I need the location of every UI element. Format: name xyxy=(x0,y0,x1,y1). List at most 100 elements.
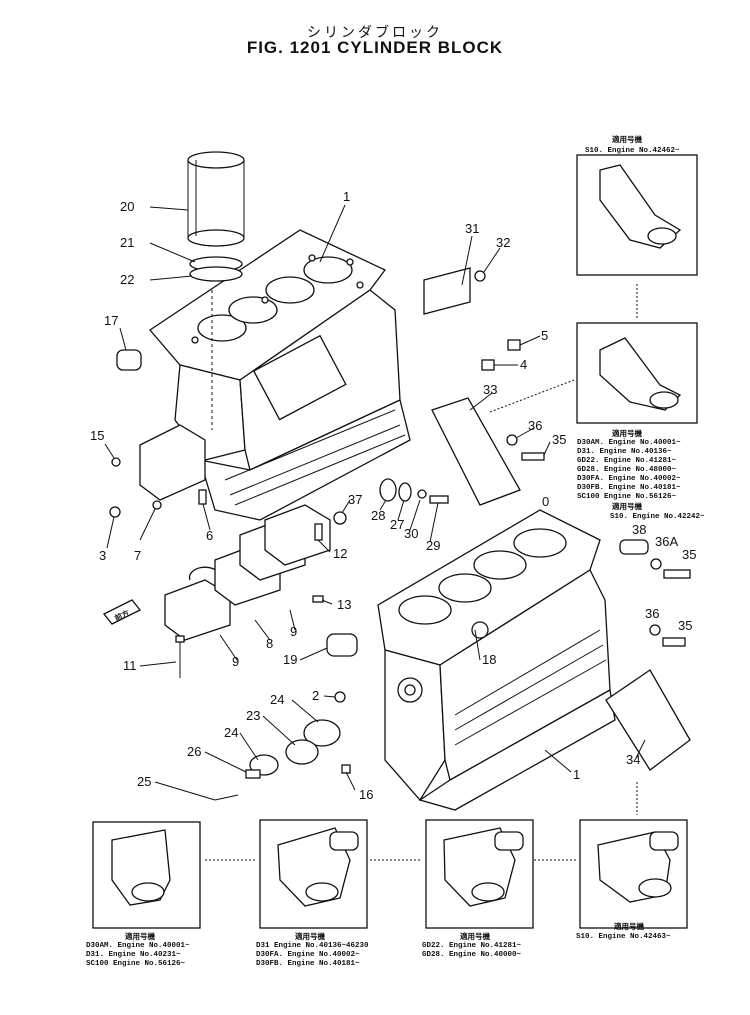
label-28: 28 xyxy=(371,508,385,523)
cap-mr-3: GD28. Engine No.48000~ xyxy=(577,466,677,474)
panel-top-right xyxy=(576,154,698,276)
cap-b4-0: S10. Engine No.42463~ xyxy=(576,933,671,941)
washer-30 xyxy=(417,489,427,499)
label-36b: 36 xyxy=(645,606,659,621)
label-13: 13 xyxy=(337,597,351,612)
plug-5 xyxy=(507,339,521,351)
label-20: 20 xyxy=(120,199,134,214)
clip-26 xyxy=(245,769,261,779)
bolt-25 xyxy=(214,794,239,801)
label-36a: 36 xyxy=(528,418,542,433)
cap-b1-jp: 適用号機 xyxy=(125,931,155,942)
bracket-33 xyxy=(431,397,521,506)
cap-tr-jp: 適用号機 xyxy=(612,134,642,145)
bolt-35 xyxy=(521,452,545,461)
cover-31 xyxy=(423,267,471,315)
figure-title: FIG. 1201 CYLINDER BLOCK xyxy=(246,38,504,57)
label-38: 38 xyxy=(632,522,646,537)
label-3: 3 xyxy=(99,548,106,563)
washer-36 xyxy=(506,434,518,446)
plug-19 xyxy=(326,633,358,657)
label-35b: 35 xyxy=(682,547,696,562)
cap-b1-2: SC100 Engine No.56126~ xyxy=(86,960,186,968)
bolt-29 xyxy=(429,495,449,504)
captions: 適用号機 S10. Engine No.42462~ 適用号機 D30AM. E… xyxy=(86,134,705,968)
cylinder-liner xyxy=(187,151,245,247)
label-31: 31 xyxy=(465,221,479,236)
label-30: 30 xyxy=(404,526,418,541)
label-23: 23 xyxy=(246,708,260,723)
o-ring-22 xyxy=(189,266,243,282)
cap-b3-jp: 適用号機 xyxy=(460,931,490,942)
label-7: 7 xyxy=(134,548,141,563)
cap-b2-2: D30FB. Engine No.40181~ xyxy=(256,960,360,968)
pin-12 xyxy=(314,523,323,541)
arrow-diag xyxy=(489,379,575,413)
label-36A: 36A xyxy=(655,534,678,549)
label-12: 12 xyxy=(333,546,347,561)
cap-b1-1: D31. Engine No.40231~ xyxy=(86,951,181,959)
plate-24a xyxy=(303,719,341,747)
label-16: 16 xyxy=(359,787,373,802)
label-35a: 35 xyxy=(552,432,566,447)
bearing-caps xyxy=(139,424,331,641)
bolt-35b xyxy=(663,569,691,579)
label-24b: 24 xyxy=(224,725,238,740)
label-11: 11 xyxy=(123,658,137,673)
label-19: 19 xyxy=(283,652,297,667)
plug-3 xyxy=(109,506,121,518)
washer-36a xyxy=(650,558,662,570)
leader-lines xyxy=(104,204,646,801)
bracket-34 xyxy=(605,669,691,771)
cylinder-block-upper xyxy=(149,229,411,521)
label-15: 15 xyxy=(90,428,104,443)
label-32: 32 xyxy=(496,235,510,250)
bolt-32 xyxy=(474,270,486,282)
label-22: 22 xyxy=(120,272,134,287)
front-arrow-icon xyxy=(102,599,142,625)
cap-mr-s10: S10. Engine No.42242~ xyxy=(610,513,705,521)
pin-15 xyxy=(111,457,121,467)
part-labels: 20 21 22 1 31 32 5 4 17 15 3 7 6 12 13 8… xyxy=(90,189,696,802)
label-1a: 1 xyxy=(343,189,350,204)
cap-b3-0: GD22. Engine No.41281~ xyxy=(422,942,522,950)
panel-bottom-4 xyxy=(579,819,688,929)
label-34: 34 xyxy=(626,752,640,767)
label-8: 8 xyxy=(266,636,273,651)
plate-27 xyxy=(398,482,412,502)
label-26: 26 xyxy=(187,744,201,759)
label-24a: 24 xyxy=(270,692,284,707)
label-37: 37 xyxy=(348,492,362,507)
cap-b4-jp: 適用号機 xyxy=(614,921,644,932)
panel-bottom-1 xyxy=(92,821,201,929)
label-1b: 1 xyxy=(573,767,580,782)
cap-tr-0: S10. Engine No.42462~ xyxy=(585,147,680,155)
dowel-7 xyxy=(152,500,162,510)
label-35c: 35 xyxy=(678,618,692,633)
cap-b1-0: D30AM. Engine No.40001~ xyxy=(86,942,190,950)
label-27: 27 xyxy=(390,517,404,532)
cap-b2-1: D30FA. Engine No.40002~ xyxy=(256,951,360,959)
cap-mr-4: D30FA. Engine No.40002~ xyxy=(577,475,681,483)
cap-mr-6: SC100 Engine No.56126~ xyxy=(577,493,677,501)
cap-mr-0: D30AM. Engine No.40001~ xyxy=(577,439,681,447)
pin-13 xyxy=(312,595,324,603)
panel-bottom-2 xyxy=(259,819,368,929)
label-29: 29 xyxy=(426,538,440,553)
pin-16 xyxy=(341,764,351,774)
gasket-28 xyxy=(379,478,397,502)
plug-23 xyxy=(285,739,319,765)
cap-b2-jp: 適用号機 xyxy=(295,931,325,942)
cap-mr-1: D31. Engine No.40136~ xyxy=(577,448,672,456)
panel-bottom-3 xyxy=(425,819,534,929)
cap-mr-jp: 適用号機 xyxy=(612,428,642,439)
label-17: 17 xyxy=(104,313,118,328)
plug-2 xyxy=(334,691,346,703)
plug-4 xyxy=(481,359,495,371)
cap-b2-0: D31 Engine No.40136~46230 xyxy=(256,942,369,950)
label-25: 25 xyxy=(137,774,151,789)
label-21: 21 xyxy=(120,235,134,250)
label-2: 2 xyxy=(312,688,319,703)
cylinder-block-lower xyxy=(377,509,616,811)
